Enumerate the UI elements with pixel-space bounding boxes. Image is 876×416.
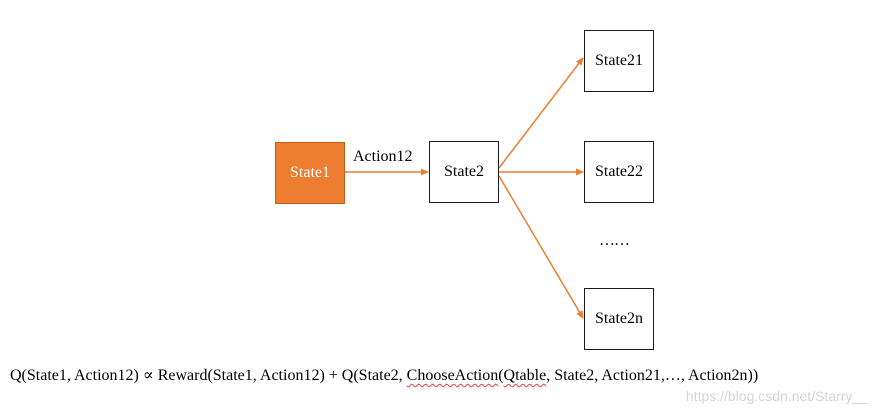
formula-qtable: Qtable bbox=[503, 367, 547, 384]
ellipsis: …… bbox=[599, 232, 630, 249]
edge-label-action12: Action12 bbox=[353, 148, 413, 165]
formula-part3: , State2, Action21,…, Action2n)) bbox=[546, 367, 759, 384]
node-state22: State22 bbox=[584, 141, 654, 203]
formula-part1: Q(State1, Action12) ∝ Reward(State1, Act… bbox=[10, 367, 407, 384]
node-state21: State21 bbox=[584, 30, 654, 92]
node-state1: State1 bbox=[275, 142, 345, 204]
edge-state2-state2n bbox=[498, 175, 584, 319]
formula-part2: ( bbox=[498, 367, 504, 384]
node-state2: State2 bbox=[429, 141, 499, 203]
q-value-formula: Q(State1, Action12) ∝ Reward(State1, Act… bbox=[10, 365, 758, 385]
watermark: https://blog.csdn.net/Starry__ bbox=[685, 388, 868, 404]
node-state2n: State2n bbox=[584, 288, 654, 350]
edge-state2-state21 bbox=[498, 57, 584, 169]
formula-choose-action: ChooseAction bbox=[406, 367, 499, 384]
